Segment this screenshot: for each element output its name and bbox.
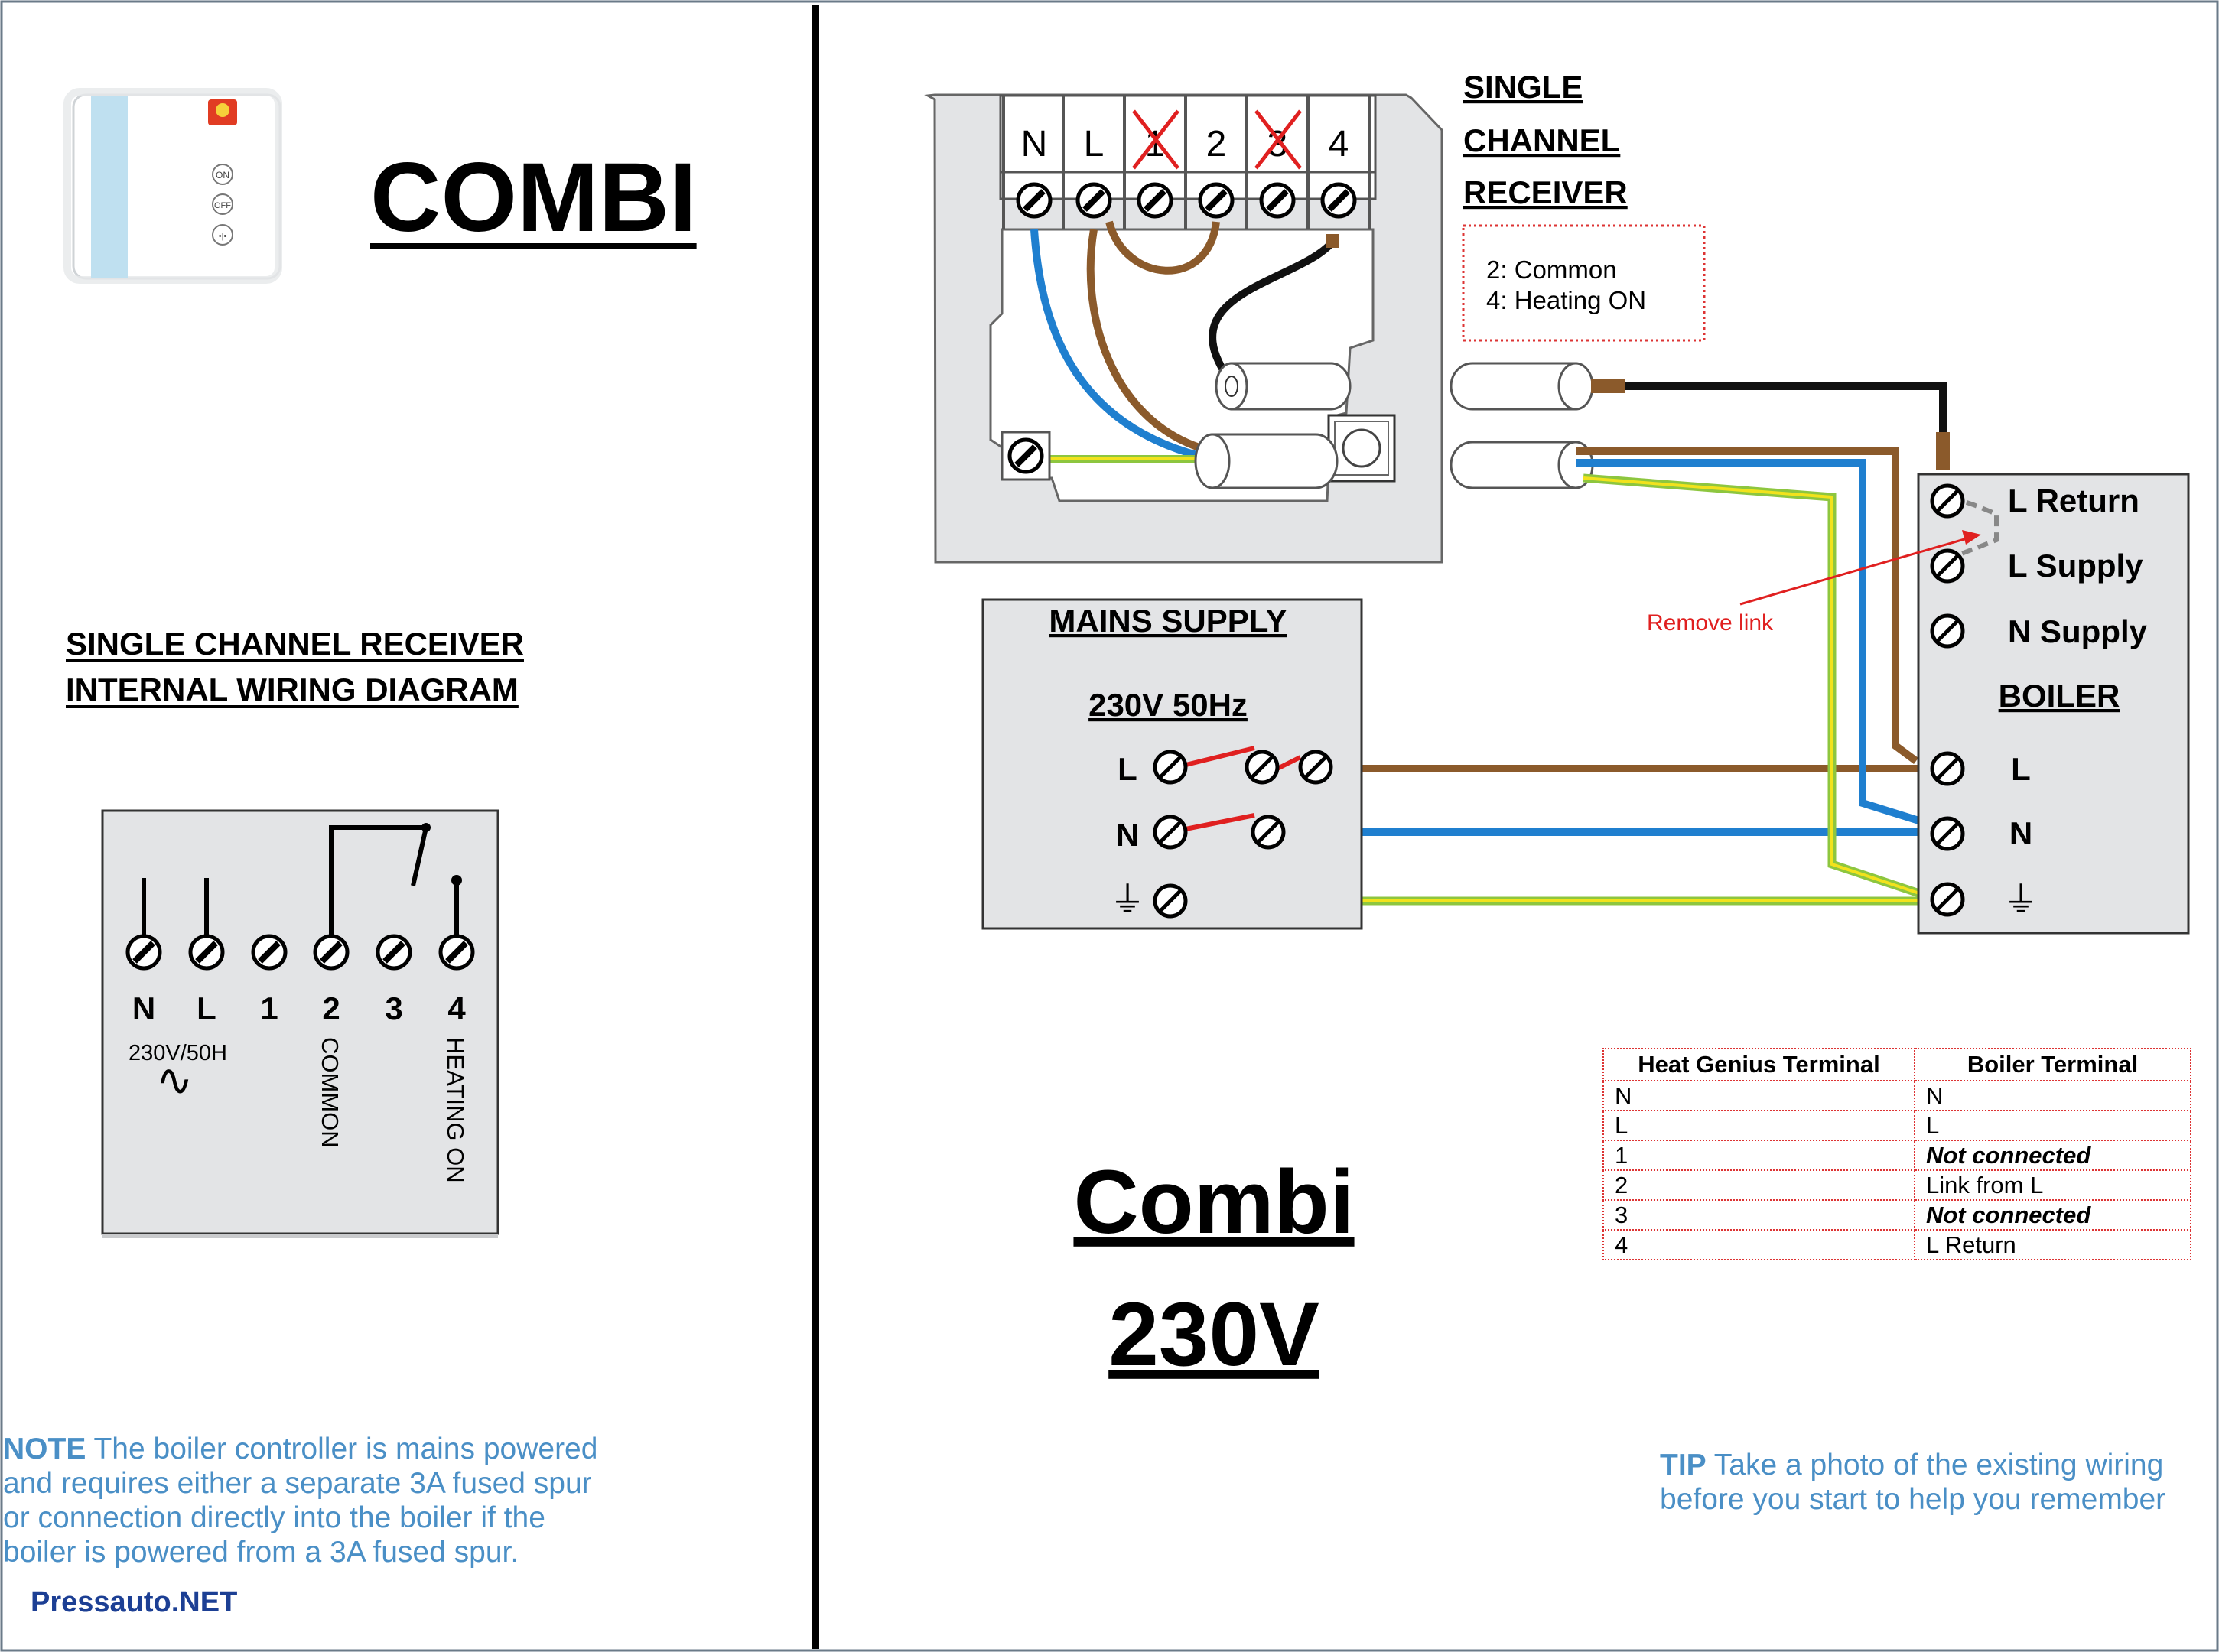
table-cell-boiler: N: [1914, 1080, 2191, 1111]
table-header-boiler: Boiler Terminal: [1914, 1048, 2191, 1081]
note-block: NOTE The boiler controller is mains powe…: [3, 1432, 783, 1569]
tip-text-1: Take a photo of the existing wiring: [1706, 1449, 2164, 1481]
mains-title: MAINS SUPPLY: [1049, 603, 1287, 639]
table-cell-hg: 3: [1602, 1199, 1915, 1231]
terminal-1-screw-icon: [253, 936, 285, 968]
common-label: COMMON: [317, 1037, 343, 1148]
diagram-title-line1: SINGLE CHANNEL RECEIVER: [66, 626, 524, 662]
mains-terminal-l: L: [1118, 751, 1137, 787]
tip-lead: TIP: [1660, 1449, 1707, 1481]
vertical-divider: [812, 5, 819, 1649]
receiver-terminal-n: N: [1021, 124, 1048, 164]
ac-sine-icon: ∿: [156, 1054, 194, 1106]
combi-heading: Combi: [1073, 1152, 1354, 1253]
tip-line-1: TIP Take a photo of the existing wiring: [1660, 1448, 2211, 1482]
boiler-earth-icon: ⏚: [2003, 879, 2038, 920]
note-lead: NOTE: [3, 1432, 86, 1465]
terminal-label-l: L: [197, 990, 216, 1026]
note-line-4: boiler is powered from a 3A fused spur.: [3, 1536, 519, 1569]
terminal-label-1: 1: [260, 990, 278, 1026]
mains-terminal-n: N: [1116, 817, 1139, 853]
legend-common: 2: Common: [1486, 255, 1617, 284]
table-cell-hg: 4: [1602, 1229, 1915, 1260]
note-text-1: The boiler controller is mains powered: [86, 1432, 598, 1465]
boiler-terminal-box: [1917, 473, 2190, 935]
terminal-label-4: 4: [447, 990, 466, 1026]
terminal-3-cross-icon: [1254, 109, 1302, 170]
receiver-terminal-2: 2: [1206, 124, 1227, 164]
table-cell-hg: 1: [1602, 1140, 1915, 1171]
single-channel-receiver-drawing: N L 1 2 3 4: [924, 93, 1594, 564]
heating-on-label: HEATING ON: [442, 1037, 469, 1183]
legend-box: [1462, 224, 1706, 342]
boiler-title: BOILER: [1999, 678, 2120, 714]
internal-wiring-diagram: N L 1 2 3 4 230V/50H ∿ COMMON HEATING ON: [101, 809, 499, 1238]
pair-button-icon: •|•: [212, 224, 233, 246]
table-cell-hg: 2: [1602, 1169, 1915, 1201]
table-cell-hg: N: [1602, 1080, 1915, 1111]
table-cell-boiler: L: [1914, 1110, 2191, 1141]
note-line-2: and requires either a separate 3A fused …: [3, 1467, 592, 1500]
terminal-label-n: N: [132, 990, 155, 1026]
mains-voltage: 230V 50Hz: [1088, 687, 1248, 723]
supply-label: 230V/50H: [129, 1041, 227, 1065]
voltage-heading: 230V: [1108, 1284, 1319, 1385]
on-button-label: ON: [216, 170, 229, 180]
receiver-title-line1: SINGLE: [1463, 69, 1583, 105]
tip-block: TIP Take a photo of the existing wiring …: [1660, 1448, 2211, 1517]
table-cell-boiler: Not connected: [1914, 1140, 2191, 1171]
boiler-terminal-l-supply: L Supply: [2008, 548, 2143, 584]
table-cell-boiler: Not connected: [1914, 1199, 2191, 1231]
receiver-terminal-4: 4: [1329, 124, 1349, 164]
terminal-2-screw-icon: [315, 936, 347, 968]
on-button-icon: ON: [212, 164, 233, 185]
remove-link-arrow: [1739, 530, 1981, 606]
table-cell-hg: L: [1602, 1110, 1915, 1141]
link-wire: [1947, 495, 1999, 561]
table-cell-boiler: L Return: [1914, 1229, 2191, 1260]
off-button-icon: OFF: [212, 193, 233, 215]
off-button-label: OFF: [214, 201, 231, 210]
diagram-title-line2: INTERNAL WIRING DIAGRAM: [66, 672, 519, 707]
terminal-label-3: 3: [385, 990, 402, 1026]
table-header-heat-genius: Heat Genius Terminal: [1602, 1048, 1915, 1081]
note-line-3: or connection directly into the boiler i…: [3, 1501, 545, 1534]
note-line-1: NOTE The boiler controller is mains powe…: [3, 1432, 783, 1466]
terminal-l-screw-icon: [190, 936, 223, 968]
receiver-terminal-l: L: [1084, 124, 1105, 164]
boiler-terminal-n: N: [2009, 815, 2032, 851]
mains-supply-box: [981, 598, 1363, 930]
boiler-terminal-n-supply: N Supply: [2008, 613, 2148, 649]
receiver-title-line3: RECEIVER: [1463, 174, 1628, 210]
terminal-1-cross-icon: [1132, 109, 1179, 170]
receiver-title-line2: CHANNEL: [1463, 122, 1620, 158]
boiler-terminal-l-return: L Return: [2008, 483, 2139, 519]
watermark: Pressauto.NET: [31, 1586, 238, 1618]
remove-link-label: Remove link: [1647, 610, 1774, 636]
boiler-terminal-l: L: [2011, 751, 2031, 787]
terminal-3-screw-icon: [378, 936, 410, 968]
left-title: COMBI: [370, 143, 697, 252]
mains-earth-icon: ⏚: [1110, 879, 1145, 920]
tip-line-2: before you start to help you remember: [1660, 1483, 2166, 1516]
terminal-label-2: 2: [322, 990, 340, 1026]
table-header-row: Heat Genius Terminal Boiler Terminal: [1602, 1048, 2191, 1081]
legend-heating-on: 4: Heating ON: [1486, 286, 1646, 314]
terminal-n-screw-icon: [128, 936, 160, 968]
pair-button-label: •|•: [219, 232, 227, 241]
receiver-device-image: ON OFF •|•: [63, 88, 282, 284]
terminal-4-screw-icon: [441, 936, 473, 968]
table-cell-boiler: Link from L: [1914, 1169, 2191, 1201]
